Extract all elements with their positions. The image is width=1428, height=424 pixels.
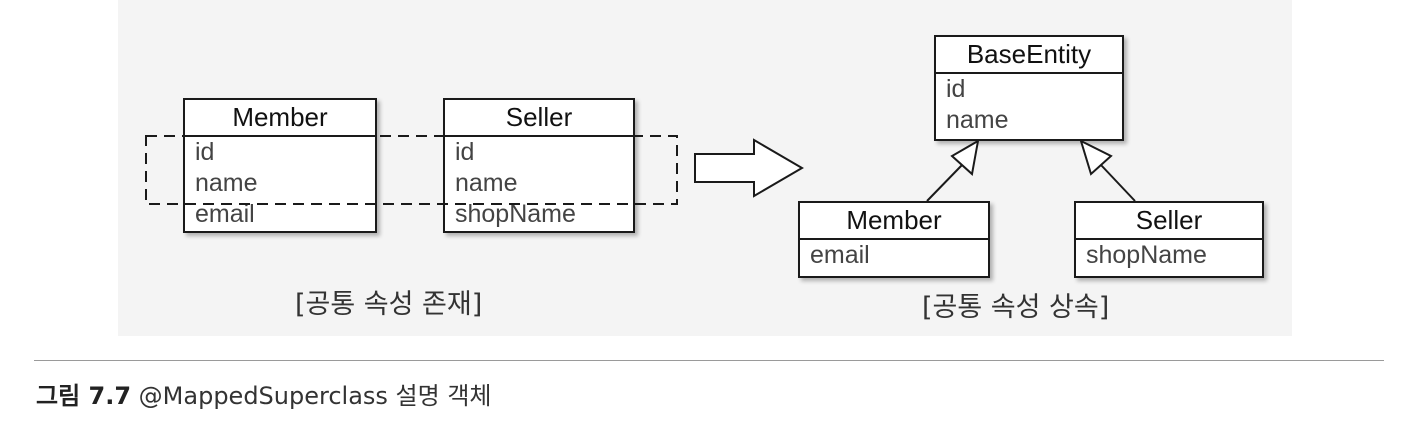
figure-text: @MappedSuperclass 설명 객체	[138, 382, 492, 410]
class-title: Seller	[1076, 203, 1262, 240]
left-member-class: Member id name email	[183, 98, 377, 233]
base-entity-class: BaseEntity id name	[934, 35, 1124, 141]
figure-number: 그림 7.7	[36, 382, 132, 410]
figure-caption: 그림 7.7 @MappedSuperclass 설명 객체	[36, 376, 492, 411]
left-caption: [공통 속성 존재]	[295, 289, 483, 320]
class-attribute: id	[195, 138, 215, 166]
caption-divider	[34, 360, 1384, 361]
class-title: Member	[185, 100, 375, 137]
class-attribute: shopName	[1086, 241, 1207, 269]
class-title: Member	[800, 203, 988, 240]
class-attribute: name	[455, 169, 518, 197]
seller-inheritance-line	[1100, 164, 1136, 202]
common-attributes-dashed-box	[145, 135, 678, 205]
class-attribute: name	[195, 169, 258, 197]
transform-arrow	[694, 138, 804, 198]
right-caption: [공통 속성 상속]	[922, 292, 1110, 323]
class-attribute: name	[946, 106, 1009, 134]
right-member-class: Member email	[798, 201, 990, 278]
left-seller-class: Seller id name shopName	[443, 98, 635, 233]
member-inheritance-line	[926, 164, 963, 202]
class-attribute: id	[946, 75, 966, 103]
class-attribute: email	[810, 241, 870, 269]
class-title: BaseEntity	[936, 37, 1122, 74]
member-inheritance-arrowhead	[950, 139, 980, 176]
seller-inheritance-arrowhead	[1079, 139, 1113, 176]
right-seller-class: Seller shopName	[1074, 201, 1264, 278]
class-attribute: id	[455, 138, 475, 166]
class-title: Seller	[445, 100, 633, 137]
